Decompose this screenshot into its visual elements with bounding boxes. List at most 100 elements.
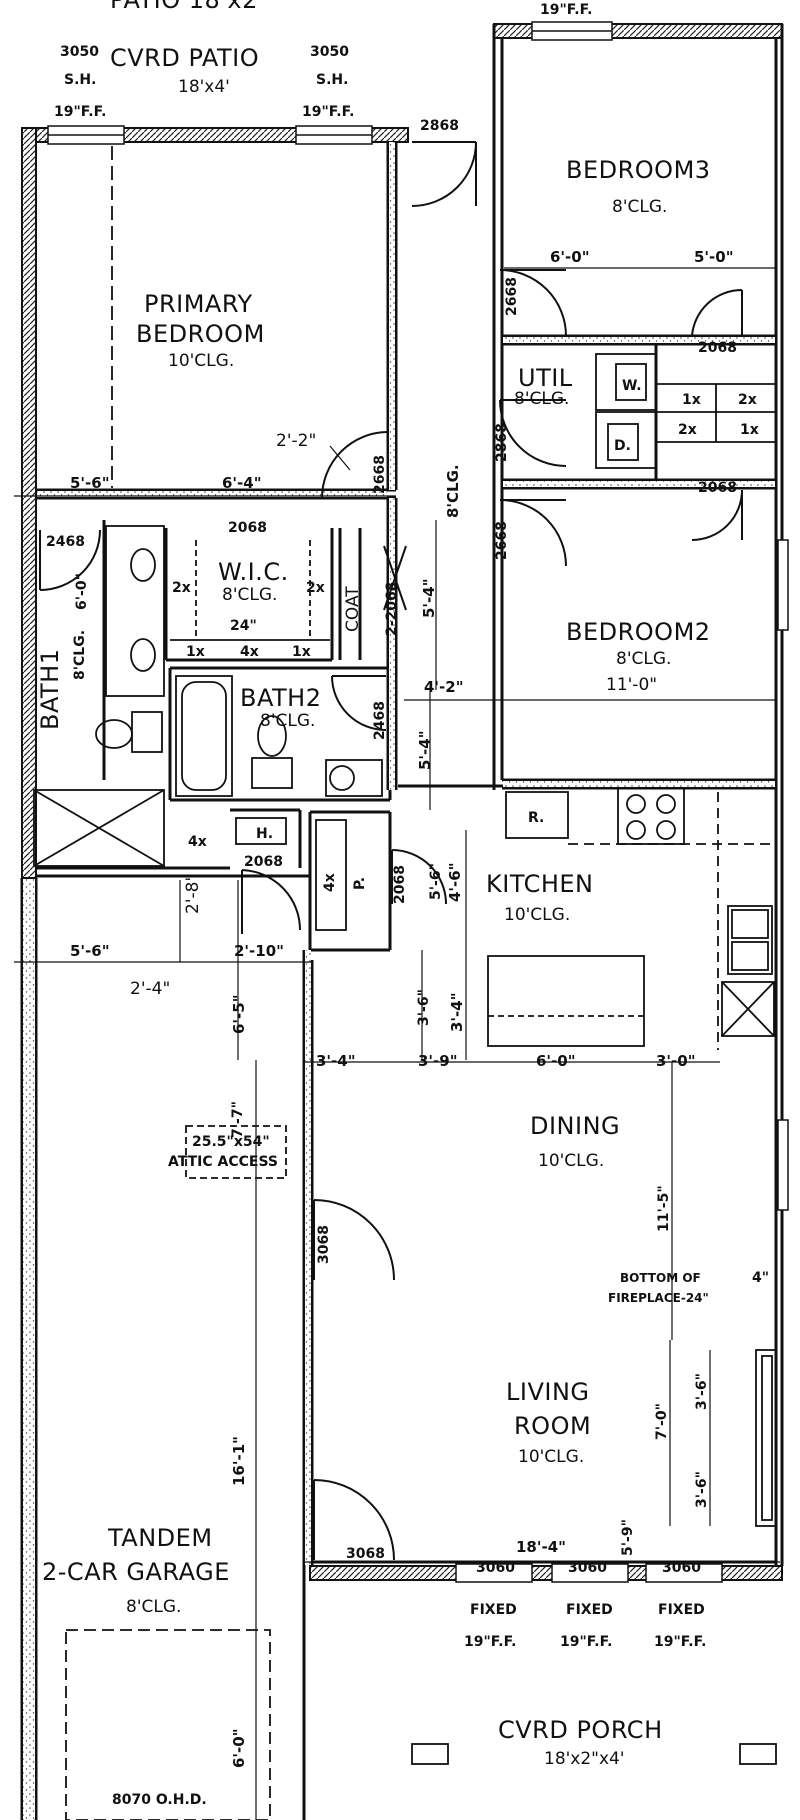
living-clg: 10'CLG. <box>518 1447 584 1467</box>
dim-3-6-upper: 3'-6" <box>694 1373 710 1410</box>
dim-7-7: 7'-7" <box>230 1101 246 1138</box>
living-line2: ROOM <box>514 1412 591 1440</box>
fixed-3060-c: 3060 <box>662 1560 701 1576</box>
refrigerator-label: R. <box>528 810 544 826</box>
dim-11-5: 11'-5" <box>656 1185 672 1232</box>
bedroom3-clg: 8'CLG. <box>612 197 667 217</box>
kitchen-clg: 10'CLG. <box>504 905 570 925</box>
bath1-label: BATH1 <box>36 649 64 731</box>
util-shelf-1x-a: 1x <box>682 392 701 408</box>
primary-bedroom-line1: PRIMARY <box>144 290 253 318</box>
dim-5-6-kitchen: 5'-6" <box>428 863 444 900</box>
dim-4-2: 4'-2" <box>424 678 464 696</box>
primary-bedroom-line2: BEDROOM <box>136 320 265 348</box>
util-label: UTIL <box>518 364 573 392</box>
garage-line2: 2-CAR GARAGE <box>42 1558 230 1586</box>
garage-door-label: 8070 O.H.D. <box>112 1792 207 1808</box>
dim-3-0: 3'-0" <box>656 1052 696 1070</box>
dim-3-4-kitchen: 3'-4" <box>448 992 466 1032</box>
window-ff-left: 19"F.F. <box>54 104 106 120</box>
dim-garage-6-0: 6'-0" <box>230 1728 248 1768</box>
dim-bath1-6-0: 6'-0" <box>74 573 90 610</box>
dim-3-4: 3'-4" <box>316 1052 356 1070</box>
dim-hall-5-4-b: 5'-4" <box>416 730 434 770</box>
shelf-4x-bath: 4x <box>188 834 207 850</box>
dim-2-2: 2'-2" <box>276 431 316 451</box>
cvrd-porch-size: 18'x2"x4' <box>544 1749 625 1769</box>
door-2868-top: 2868 <box>420 118 459 134</box>
door-3068-porch: 3068 <box>346 1546 385 1562</box>
dim-4-inch: 4" <box>752 1270 769 1286</box>
fixed-ff-c: 19"F.F. <box>654 1634 706 1650</box>
bath2-label: BATH2 <box>240 684 322 712</box>
window-sh-left: S.H. <box>64 72 96 88</box>
wic-shelf-2x-left: 2x <box>172 580 191 596</box>
dim-3-9: 3'-9" <box>418 1052 458 1070</box>
wic-label: W.I.C. <box>218 558 289 586</box>
door-2668-bedroom3: 2668 <box>504 277 520 316</box>
dim-hall-5-4: 5'-4" <box>420 578 438 618</box>
util-clg: 8'CLG. <box>514 389 569 409</box>
door-2668-bedroom2: 2668 <box>494 521 510 560</box>
wic-clg: 8'CLG. <box>222 585 277 605</box>
garage-clg: 8'CLG. <box>126 1597 181 1617</box>
wic-shelf-4x: 4x <box>240 644 259 660</box>
dim-2-4: 2'-4" <box>130 979 170 999</box>
dim-6-5: 6'-5" <box>230 994 248 1034</box>
dim-primary-5-6: 5'-6" <box>70 474 110 492</box>
fixed-3060-a: 3060 <box>476 1560 515 1576</box>
fireplace-line2: FIREPLACE-24" <box>608 1291 709 1305</box>
dim-2-10: 2'-10" <box>234 942 284 960</box>
water-heater-label: H. <box>256 826 273 842</box>
door-2468-bath1: 2468 <box>46 534 85 550</box>
fixed-ff-b: 19"F.F. <box>560 1634 612 1650</box>
pantry-shelf-4x: 4x <box>322 873 338 892</box>
door-2068-bedroom2: 2068 <box>698 480 737 496</box>
dim-6-0-kitchen: 6'-0" <box>536 1052 576 1070</box>
dining-clg: 10'CLG. <box>538 1151 604 1171</box>
cvrd-patio-label: CVRD PATIO <box>110 44 259 72</box>
primary-bedroom-clg: 10'CLG. <box>168 351 234 371</box>
dim-garage-5-6: 5'-6" <box>70 942 110 960</box>
wic-shelf-24: 24" <box>230 618 257 634</box>
door-3068-dining: 3068 <box>316 1225 332 1264</box>
dim-2-8: 2'-8" <box>183 874 203 914</box>
dim-bedroom3-5-0: 5'-0" <box>694 248 734 266</box>
dim-bedroom3-6-0: 6'-0" <box>550 248 590 266</box>
coat-door: 2-2068 <box>384 581 400 636</box>
coat-label: COAT <box>343 586 363 632</box>
wic-shelf-1x-a: 1x <box>186 644 205 660</box>
dim-7-0: 7'-0" <box>654 1403 670 1440</box>
dimension-lines <box>14 267 780 1820</box>
wic-shelf-1x-b: 1x <box>292 644 311 660</box>
fixed-label-c: FIXED <box>658 1602 705 1618</box>
fixtures <box>33 146 777 1820</box>
fixed-label-b: FIXED <box>566 1602 613 1618</box>
dim-hall-8clg: 8'CLG. <box>444 464 462 518</box>
util-shelf-2x-a: 2x <box>738 392 757 408</box>
door-2068-pantry: 2068 <box>392 865 408 904</box>
bedroom2-label: BEDROOM2 <box>566 618 711 646</box>
door-2868-util: 2868 <box>494 423 510 462</box>
dim-16-1: 16'-1" <box>230 1436 248 1486</box>
dim-5-9: 5'-9" <box>620 1519 636 1556</box>
cvrd-patio-size: 18'x4' <box>178 77 230 97</box>
util-shelf-2x-b: 2x <box>678 422 697 438</box>
dim-3-6-lower: 3'-6" <box>694 1471 710 1508</box>
door-swings <box>39 141 743 1561</box>
bedroom2-clg: 8'CLG. <box>616 649 671 669</box>
bedroom2-width: 11'-0" <box>606 675 657 695</box>
garage-line1: TANDEM <box>107 1524 213 1552</box>
exterior-walls <box>21 23 783 1581</box>
wic-shelf-2x-right: 2x <box>306 580 325 596</box>
windows <box>47 21 789 1583</box>
window-3050-right: 3050 <box>310 44 349 60</box>
window-3050-left: 3050 <box>60 44 99 60</box>
fireplace-line1: BOTTOM OF <box>620 1271 701 1285</box>
window-ff-right: 19"F.F. <box>302 104 354 120</box>
util-shelf-1x-b: 1x <box>740 422 759 438</box>
fixed-3060-b: 3060 <box>568 1560 607 1576</box>
window-sh-right: S.H. <box>316 72 348 88</box>
attic-size: 25.5"x54" <box>192 1134 270 1150</box>
